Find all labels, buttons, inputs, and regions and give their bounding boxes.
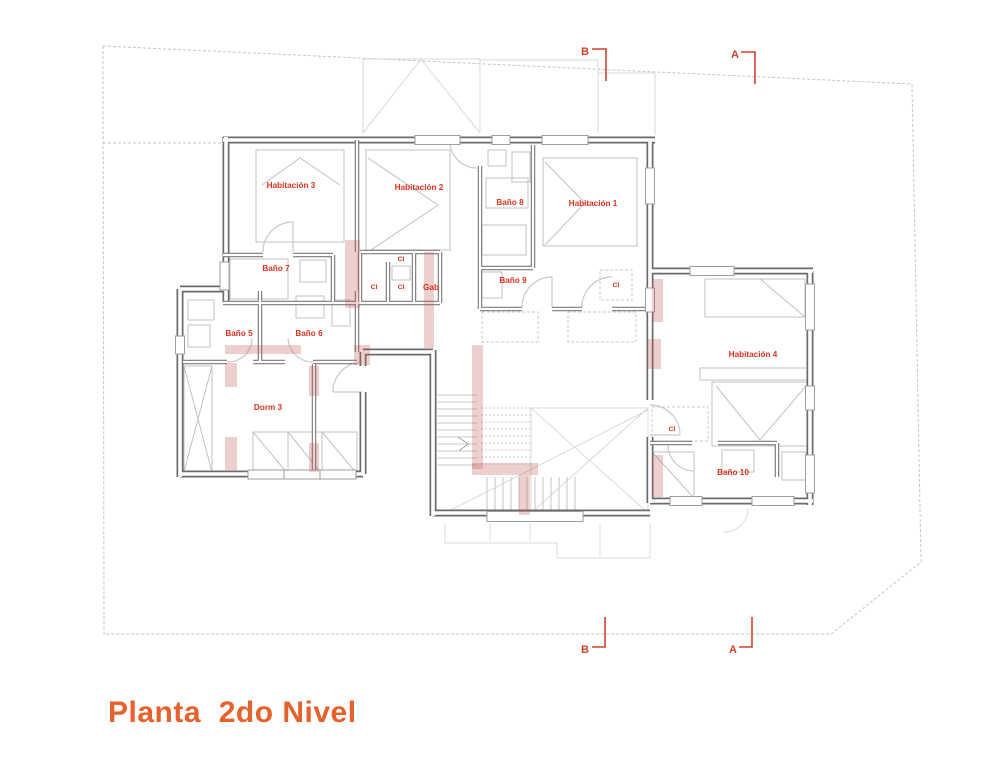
walls-exterior bbox=[176, 136, 814, 517]
doors bbox=[226, 141, 695, 472]
room-label-ci-habitacion-1: CI bbox=[613, 282, 620, 289]
room-label-bano-7: Baño 7 bbox=[262, 264, 290, 273]
site-boundary bbox=[102, 45, 922, 635]
stairs bbox=[437, 394, 649, 514]
door-bano-6 bbox=[287, 337, 314, 363]
windows bbox=[175, 135, 815, 522]
balcony-outline bbox=[444, 507, 749, 559]
plan-title: Planta 2do Nivel bbox=[108, 696, 357, 729]
roof-outline bbox=[362, 58, 656, 135]
bed-habitacion-1 bbox=[542, 157, 638, 247]
room-label-ci-closet-mid: CI bbox=[398, 284, 405, 291]
door-bano-8-lobby bbox=[449, 141, 478, 169]
wardrobe-dorm-3 bbox=[183, 365, 358, 475]
section-marker-line-a-bottom bbox=[739, 617, 753, 648]
room-label-bano-6: Baño 6 bbox=[295, 329, 323, 338]
door-habitacion-4 bbox=[649, 404, 681, 436]
section-marker-line-b-bottom bbox=[592, 617, 606, 648]
section-label-a-bottom: A bbox=[729, 644, 737, 656]
fixtures-bano-6 bbox=[295, 295, 351, 327]
fixture-closet-ci bbox=[391, 265, 411, 281]
door-bano-9 bbox=[521, 276, 553, 308]
room-label-habitacion-1: Habitación 1 bbox=[569, 199, 618, 208]
room-label-bano-9: Baño 9 bbox=[499, 276, 527, 285]
section-markers bbox=[592, 48, 756, 648]
room-label-habitacion-3: Habitación 3 bbox=[267, 181, 316, 190]
bed-habitacion-2 bbox=[365, 149, 451, 253]
room-label-ci-habitacion-4: CI bbox=[669, 426, 676, 433]
door-dorm-3 bbox=[332, 361, 364, 393]
door-bano-10 bbox=[667, 444, 695, 472]
dresser-habitacion-4 bbox=[704, 278, 806, 318]
fixtures-bano-5 bbox=[187, 299, 215, 348]
walls-interior bbox=[183, 140, 780, 477]
section-marker-line-b-top bbox=[592, 48, 607, 81]
section-label-b-bottom: B bbox=[581, 644, 589, 656]
bed-habitacion-3 bbox=[255, 149, 345, 243]
closet-dashed bbox=[481, 269, 709, 442]
room-label-bano-8: Baño 8 bbox=[496, 198, 524, 207]
door-habitacion-1 bbox=[581, 276, 613, 308]
door-habitacion-3 bbox=[262, 221, 294, 253]
room-label-ci-closet-top: CI bbox=[398, 256, 405, 263]
room-labels: Habitación 3 Habitación 2 Baño 8 Habitac… bbox=[225, 181, 777, 477]
room-label-dorm-3: Dorm 3 bbox=[254, 403, 283, 412]
room-label-gab: Gab bbox=[423, 283, 439, 292]
room-label-bano-10: Baño 10 bbox=[717, 468, 749, 477]
fixtures-bano-8 bbox=[485, 149, 531, 209]
fixtures-bano-9 bbox=[481, 224, 527, 299]
bed-habitacion-4 bbox=[699, 367, 809, 447]
highlight-walls bbox=[225, 240, 663, 515]
section-label-a-top: A bbox=[731, 49, 739, 61]
section-marker-letters: B A B A bbox=[581, 46, 739, 656]
room-label-habitacion-4: Habitación 4 bbox=[729, 350, 778, 359]
section-label-b-top: B bbox=[581, 46, 589, 58]
room-label-habitacion-2: Habitación 2 bbox=[395, 183, 444, 192]
room-label-ci-closet-left: CI bbox=[371, 284, 378, 291]
section-marker-line-a-top bbox=[741, 51, 756, 84]
door-bano-5 bbox=[226, 337, 253, 363]
room-label-bano-5: Baño 5 bbox=[225, 329, 253, 338]
